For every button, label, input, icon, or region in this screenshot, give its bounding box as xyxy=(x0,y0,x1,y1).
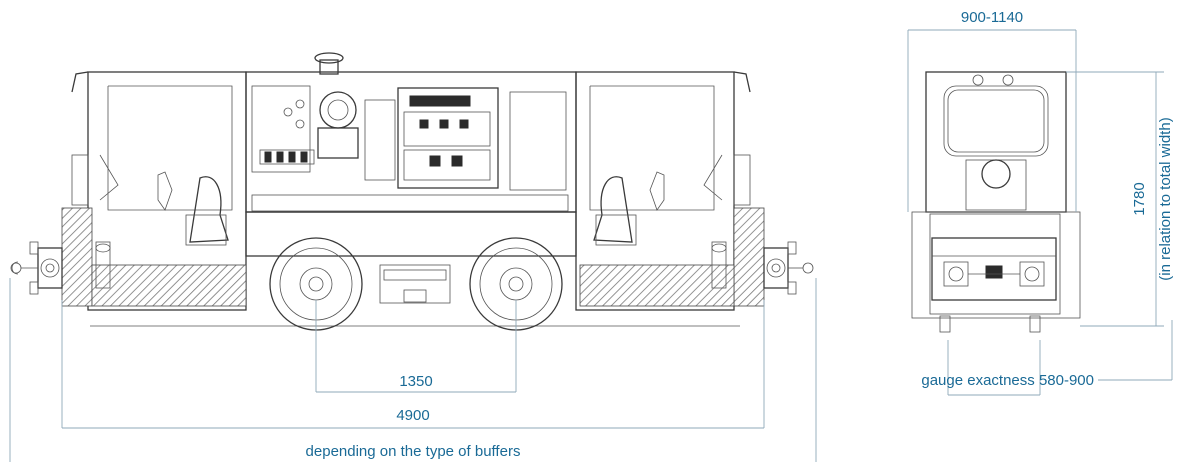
engine-compartment xyxy=(245,52,577,213)
height-dimension-label: 1780 xyxy=(1131,182,1148,215)
length-dimension-label: 4900 xyxy=(396,407,429,424)
diesel-engine xyxy=(397,87,499,189)
left-buffer xyxy=(10,241,63,295)
height-note-label: (in relation to total width) xyxy=(1157,117,1174,280)
buffers-note-label: depending on the type of buffers xyxy=(306,443,521,460)
side-view xyxy=(9,52,817,462)
dimension-lines-front xyxy=(907,29,1173,396)
wheelbase-dimension-label: 1350 xyxy=(399,373,432,390)
left-cab xyxy=(61,71,247,311)
gauge-dimension-label: gauge exactness 580-900 xyxy=(921,372,1094,389)
right-cab xyxy=(575,71,765,311)
right-buffer xyxy=(763,241,814,295)
front-view xyxy=(907,29,1173,396)
dimension-lines-side xyxy=(9,278,817,462)
width-dimension-label: 900-1140 xyxy=(961,9,1023,26)
